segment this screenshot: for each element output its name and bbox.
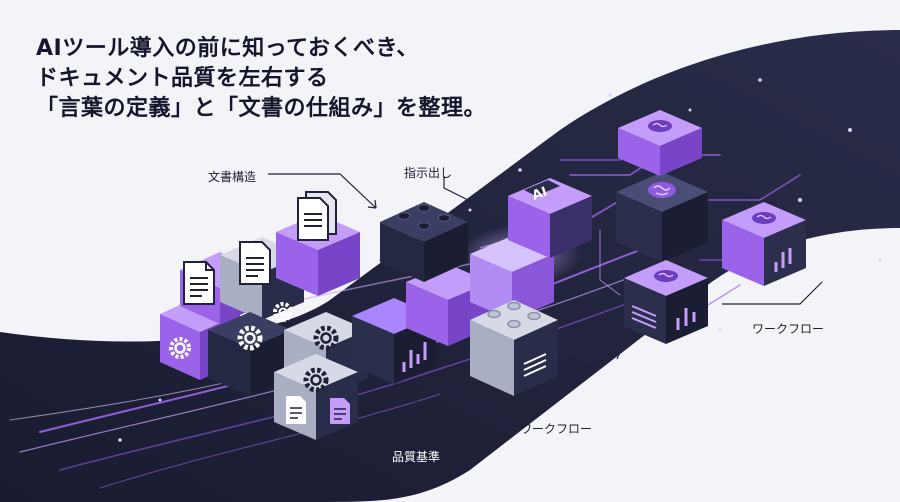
cube-brain-top [618,110,702,176]
list-icon [631,305,657,329]
label-workflow-bottom: ワークフロー [520,422,593,436]
lego-brick-icon [380,202,468,282]
gear-icon [237,325,263,351]
brain-icon [648,120,672,132]
ai-chip-label: AI [530,185,549,204]
arrow-workflow-bottom [569,351,621,369]
brain-icon [648,182,676,198]
list-icon [523,353,547,377]
cube-brain-right [722,202,806,286]
arrow-workflow-right [722,281,823,305]
lego-brick-icon [470,300,558,396]
headline-line-1: AIツール導入の前に知っておくべき、 [36,36,419,61]
label-doc-structure: 文書構造 [208,170,257,184]
brain-icon [654,270,678,282]
document-icon [239,241,271,285]
document-icon [330,398,350,424]
gear-icon [303,367,329,393]
cube-ai [508,178,592,258]
headline-line-3: 「言葉の定義」と「文書の仕組み」を整理。 [36,96,487,121]
brain-icon [752,212,776,224]
headline: AIツール導入の前に知っておくべき、 ドキュメント品質を左右する 「言葉の定義」… [36,34,486,124]
label-workflow-right: ワークフロー [752,322,825,336]
arrow-doc-structure [268,173,377,209]
document-icon [286,396,306,424]
arrow-prompting [443,176,481,207]
label-quality-standard: 品質基準 [392,450,441,464]
cube-bar-chart-left [352,298,436,384]
cube-brain-lower [624,260,708,344]
gear-icon [169,337,191,359]
arrow-quality-standard [281,379,471,445]
cube-document-bottom [274,354,358,440]
cube-flow-purple [470,236,554,320]
gear-icon [313,325,339,351]
headline-line-2: ドキュメント品質を左右する [36,66,329,91]
gear-icon [273,302,293,322]
bar-chart-icon [774,248,792,272]
cube-brain-chip [616,172,708,262]
document-icon [183,261,215,305]
document-stack-icon [297,191,337,241]
cube-gear-navy [208,312,292,396]
bar-chart-icon [676,308,696,330]
label-prompting: 指示出し [404,166,453,180]
ai-chip-icon [524,180,560,196]
annotation-arrows [268,173,823,445]
bar-chart-icon [402,342,427,372]
